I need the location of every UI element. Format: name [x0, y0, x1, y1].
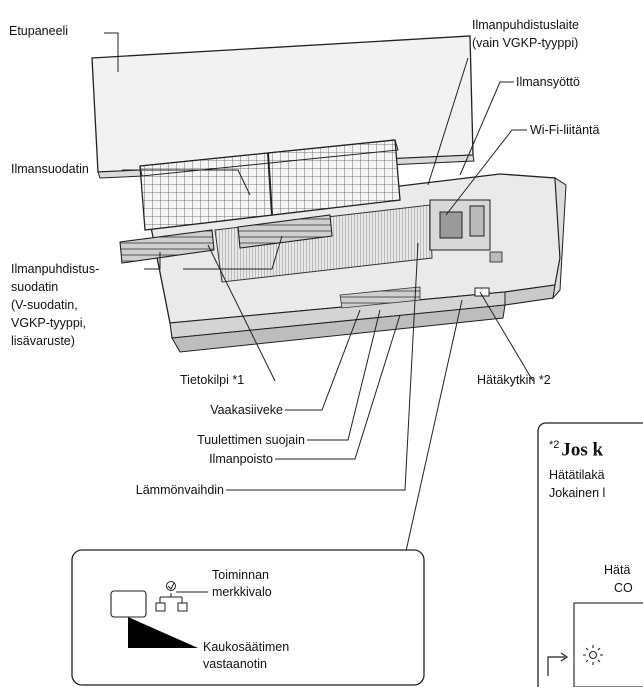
label-info-plate: Tietokilpi *1 [180, 373, 245, 387]
label-air-purifier-device: Ilmanpuhdistuslaite [472, 18, 580, 32]
label-horizontal-louver: Vaakasiiveke [210, 403, 283, 417]
label-air-filter: Ilmansuodatin [11, 162, 89, 176]
label-emergency-switch: Hätäkytkin *2 [477, 373, 551, 387]
label-heat-exchanger: Lämmönvaihdin [135, 483, 224, 497]
label-wifi-connection: Wi-Fi-liitäntä [530, 123, 600, 137]
label-purifier-filter-3: (V-suodatin, [11, 298, 78, 312]
inset-line-1: Hätätilakä [549, 468, 605, 482]
label-remote-receiver-1: Kaukosäätimen [203, 640, 290, 654]
label-purifier-filter-4: VGKP-tyyppi, [11, 316, 87, 330]
operation-indicator-icon [155, 581, 188, 612]
inset-title-text: Jos k [561, 439, 604, 461]
label-purifier-filter-2: suodatin [11, 280, 59, 294]
label-air-purifier-device-note: (vain VGKP-tyyppi) [472, 36, 579, 50]
label-front-panel: Etupaneeli [9, 24, 69, 38]
label-operation-indicator-2: merkkivalo [212, 585, 272, 599]
wifi-module [439, 211, 463, 239]
inset-footnote-mark: *2 [549, 439, 560, 451]
remote-receiver-window [110, 590, 147, 618]
air-filter [139, 139, 401, 231]
emergency-inset-panel [537, 422, 643, 687]
inset-box-line-1: Hätä [604, 563, 631, 577]
indicator-light-icon [583, 645, 603, 665]
inset-line-2: Jokainen l [549, 486, 606, 500]
label-air-outlet: Ilmanpoisto [209, 452, 273, 466]
label-fan-guard: Tuulettimen suojain [197, 433, 305, 447]
inset-box-line-2: CO [614, 581, 633, 595]
leader-lines [104, 32, 534, 552]
label-remote-receiver-2: vastaanotin [203, 657, 267, 671]
label-operation-indicator-1: Toiminnan [212, 568, 269, 582]
label-purifier-filter-5: lisävaruste) [11, 334, 75, 348]
label-purifier-filter-1: Ilmanpuhdistus- [11, 262, 100, 276]
detail-box [71, 549, 425, 686]
purifier-filter [119, 214, 333, 264]
label-air-intake: Ilmansyöttö [516, 75, 580, 89]
